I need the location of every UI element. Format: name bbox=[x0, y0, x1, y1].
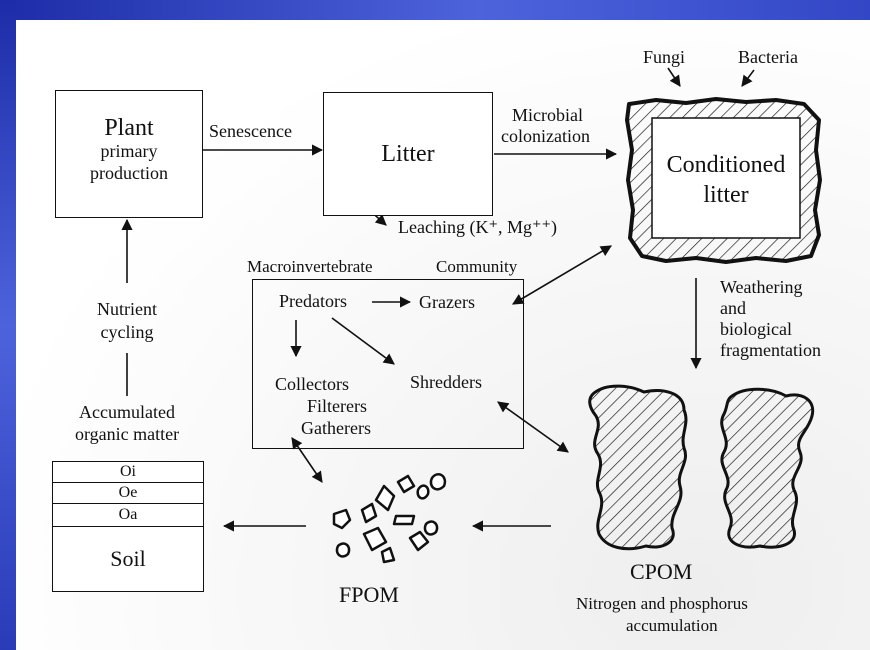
diagram-graphics bbox=[121, 67, 822, 564]
microbial-label-2: colonization bbox=[501, 126, 590, 146]
arrow-gatherers-fpom bbox=[291, 437, 323, 483]
community-box bbox=[252, 279, 524, 449]
soil-layer-oa-label: Oa bbox=[118, 506, 138, 523]
weathering-label-3: biological bbox=[720, 319, 792, 339]
arrow-bacteria bbox=[741, 69, 755, 87]
community-title-left: Macroinvertebrate bbox=[247, 257, 373, 276]
diagram-canvas: Plant primary production Litter Conditio… bbox=[16, 20, 870, 650]
accumulated-label-2: organic matter bbox=[74, 424, 180, 444]
microbial-label-1: Microbial bbox=[512, 105, 583, 125]
arrow-shredders-cpom bbox=[497, 401, 569, 453]
slide-frame-top bbox=[0, 0, 870, 20]
cpom-blob-left bbox=[588, 384, 688, 551]
conditioned-litter-title-1: Conditioned bbox=[666, 152, 786, 178]
fpom-particles bbox=[332, 473, 447, 564]
soil-layer-oe: Oe bbox=[52, 482, 204, 504]
soil-layer-oe-label: Oe bbox=[118, 484, 138, 501]
soil-layer-oi-label: Oi bbox=[120, 463, 136, 480]
fungi-label: Fungi bbox=[643, 47, 686, 67]
collectors-label: Collectors bbox=[275, 374, 349, 394]
conditioned-litter-inner bbox=[651, 117, 801, 239]
weathering-label-4: fragmentation bbox=[720, 340, 821, 360]
arrow-predators-shredders bbox=[331, 317, 395, 365]
shredders-label: Shredders bbox=[410, 372, 482, 392]
slide-frame-left bbox=[0, 0, 16, 650]
cpom-blob-right bbox=[720, 387, 815, 549]
soil-layer-oi: Oi bbox=[52, 461, 204, 483]
predators-label: Predators bbox=[279, 291, 347, 311]
litter-box bbox=[323, 92, 493, 216]
grazers-label: Grazers bbox=[419, 292, 475, 312]
plant-box bbox=[55, 90, 203, 218]
cpom-label: CPOM bbox=[630, 559, 693, 584]
arrow-fungi bbox=[667, 67, 681, 87]
cpom-note-1: Nitrogen and phosphorus bbox=[576, 594, 748, 613]
fpom-label: FPOM bbox=[339, 582, 399, 607]
senescence-label: Senescence bbox=[209, 121, 292, 141]
nutrient-cycling-label-1: Nutrient bbox=[97, 299, 157, 319]
soil-base-label: Soil bbox=[110, 546, 146, 571]
weathering-label-1: Weathering bbox=[720, 277, 803, 297]
plant-subtitle-1: primary bbox=[100, 141, 158, 161]
leaching-label: Leaching (K⁺, Mg⁺⁺) bbox=[398, 217, 557, 237]
conditioned-litter-title-2: litter bbox=[703, 182, 749, 208]
litter-title: Litter bbox=[381, 141, 435, 167]
plant-title: Plant bbox=[104, 115, 154, 141]
gatherers-label: Gatherers bbox=[301, 418, 371, 438]
bacteria-label: Bacteria bbox=[738, 47, 798, 67]
filterers-label: Filterers bbox=[307, 396, 367, 416]
soil-layer-oa: Oa bbox=[52, 503, 204, 527]
nutrient-cycling-label-2: cycling bbox=[100, 322, 154, 342]
weathering-label-2: and bbox=[720, 298, 746, 318]
soil-base: Soil bbox=[52, 526, 204, 592]
plant-subtitle-2: production bbox=[90, 163, 168, 183]
accumulated-label-1: Accumulated bbox=[79, 402, 175, 422]
arrow-community-conditioned bbox=[512, 245, 612, 305]
community-title-right: Community bbox=[436, 257, 518, 276]
cpom-note-2: accumulation bbox=[626, 616, 718, 635]
